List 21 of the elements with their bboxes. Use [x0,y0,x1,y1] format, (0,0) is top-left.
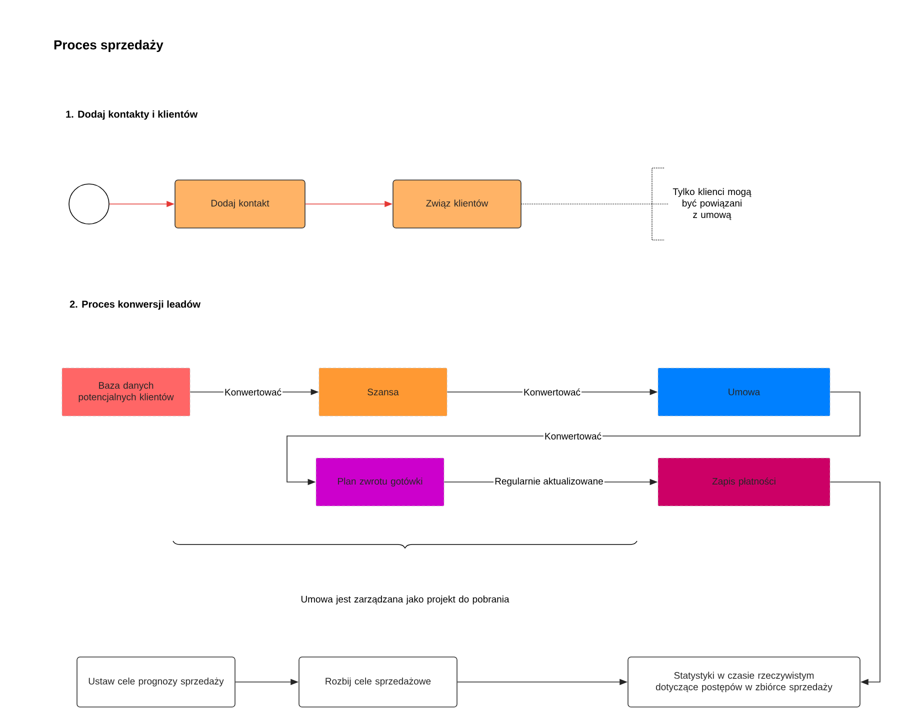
process-box: Statystyki w czasie rzeczywistym dotyczące postępów w zbiórce sprzedaży [628,656,860,708]
edge-label: Konwertować [522,387,582,397]
edge-label: Regularnie aktualizowane [494,476,604,488]
process-box: Rozbij cele sprzedażowe [298,656,458,708]
title: Proces sprzedaży [54,40,164,52]
annotation: Tylko klienci mogą być powiązani z umową [652,168,752,240]
section-heading: 2. Proces konwersji leadów [70,300,201,310]
process-box: Związ klientów [392,180,522,228]
process-box: Ustaw cele prognozy sprzedaży [76,656,236,708]
section-heading: 1. Dodaj kontakty i klientów [66,110,198,120]
process-box: Baza danych potencjalnych klientów [62,368,190,416]
process-box: Dodaj kontakt [174,180,306,228]
process-box: Plan zwrotu gotówki [316,458,444,506]
process-box: Umowa [658,368,830,416]
process-box: Szansa [318,368,448,416]
brace-caption: Umowa jest zarządzana jako projekt do pobrania [301,596,510,604]
edge-label: Konwertować [224,387,283,397]
edge-label: Konwertować [544,431,603,441]
process-box: Zapis płatności [658,458,830,506]
start-circle [68,184,110,224]
arrow [830,482,880,686]
